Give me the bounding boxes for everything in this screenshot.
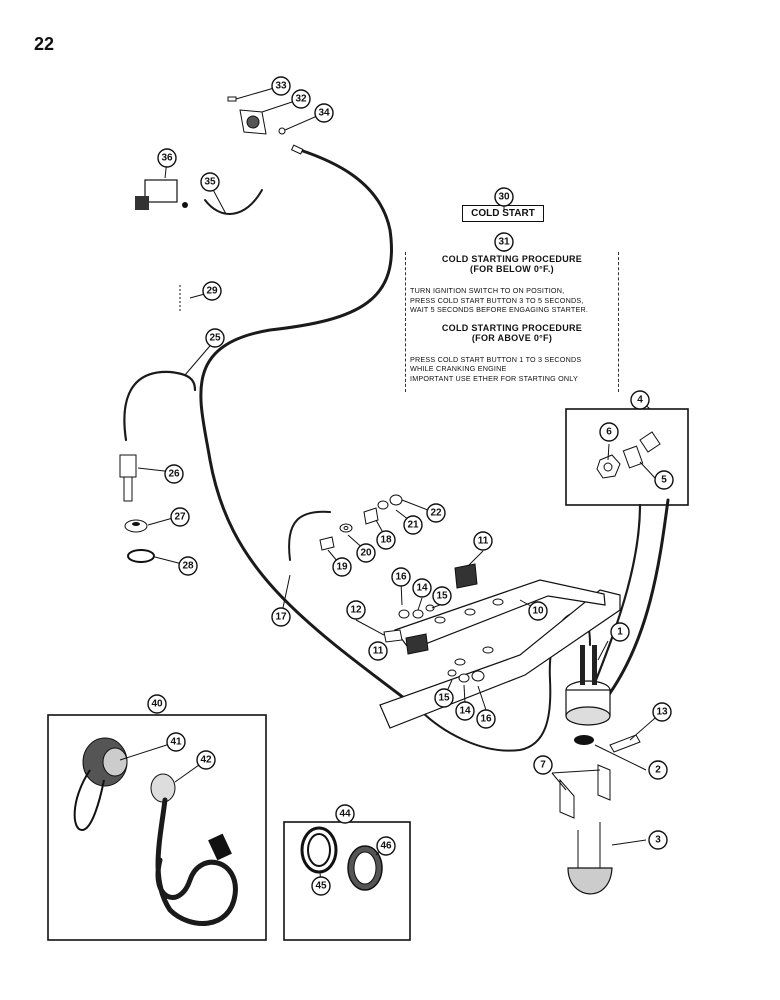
callout-14: 14: [416, 583, 428, 594]
callout-16-lower: 16: [480, 714, 492, 725]
nut-34: [278, 127, 286, 135]
wire-35: [204, 189, 263, 215]
callout-7: 7: [540, 760, 546, 771]
callout-5: 5: [661, 475, 667, 486]
decal-heading-below: COLD STARTING PROCEDURE: [441, 254, 583, 264]
callout-11-lower: 11: [373, 646, 384, 657]
callout-3: 3: [655, 835, 661, 846]
callout-31: 31: [498, 237, 510, 248]
cold-start-decal: COLD STARTING PROCEDURE (FOR BELOW 0°F.)…: [405, 252, 619, 392]
heater-41: [73, 737, 128, 832]
callout-6: 6: [606, 427, 612, 438]
callout-2: 2: [655, 765, 661, 776]
callout-30: 30: [498, 192, 510, 203]
callout-35: 35: [204, 177, 216, 188]
callout-41: 41: [170, 737, 182, 748]
callout-44: 44: [339, 809, 351, 820]
cable-end: [290, 144, 304, 155]
callout-32: 32: [295, 94, 307, 105]
decal-line: TURN IGNITION SWITCH TO ON POSITION,: [410, 286, 565, 295]
bushing-27: [124, 519, 148, 533]
grommet-2: [574, 735, 594, 745]
glow-plug-26: [119, 454, 137, 502]
decal-heading-above: COLD STARTING PROCEDURE: [441, 322, 583, 333]
inset-box-fittings: [565, 408, 689, 506]
callout-40: 40: [151, 699, 163, 710]
callout-16: 16: [395, 572, 407, 583]
callout-36: 36: [161, 153, 173, 164]
cold-start-switch-36: [135, 179, 188, 210]
decal-sub-above: (FOR ABOVE 0°F): [471, 332, 553, 343]
callout-4: 4: [637, 395, 643, 406]
plate-32: [239, 109, 267, 135]
callout-21: 21: [407, 520, 419, 531]
callout-28: 28: [182, 561, 194, 572]
gasket-28: [127, 549, 155, 563]
callout-19: 19: [336, 562, 348, 573]
wire-loop: [288, 510, 331, 561]
inset-box-heater: [47, 714, 267, 941]
cable-second: [594, 503, 642, 682]
screw-33: [227, 96, 237, 102]
callout-20: 20: [360, 548, 372, 559]
callout-11: 11: [478, 536, 489, 547]
callout-29: 29: [206, 286, 218, 297]
callout-17: 17: [275, 612, 287, 623]
callout-15: 15: [436, 591, 448, 602]
decal-line: PRESS COLD START BUTTON 1 TO 3 SECONDS: [410, 354, 582, 364]
callout-22: 22: [430, 508, 442, 519]
callout-46: 46: [380, 841, 392, 852]
cable-17: [199, 148, 422, 712]
page-number: 22: [34, 34, 55, 54]
callout-1: 1: [617, 627, 623, 638]
callout-27: 27: [174, 512, 186, 523]
callout-26: 26: [168, 469, 180, 480]
decal-line: WHILE CRANKING ENGINE: [410, 364, 507, 374]
callout-45: 45: [315, 881, 327, 892]
decal-line: PRESS COLD START BUTTON 3 TO 5 SECONDS,: [410, 295, 584, 305]
callout-34: 34: [318, 108, 330, 119]
decal-sub-below: (FOR BELOW 0°F.): [470, 264, 554, 274]
callout-10: 10: [532, 606, 544, 617]
cord-42: [150, 773, 238, 926]
wire-25: [123, 370, 197, 442]
decal-line: IMPORTANT USE ETHER FOR STARTING ONLY: [410, 373, 578, 383]
cable-to-fitting: [603, 498, 670, 702]
callout-18: 18: [380, 535, 392, 546]
decal-line: WAIT 5 SECONDS BEFORE ENGAGING STARTER.: [410, 305, 589, 315]
fittings-inset: [596, 431, 661, 479]
callout-14-lower: 14: [459, 706, 471, 717]
solenoid-1: [565, 645, 611, 726]
callout-25: 25: [209, 333, 221, 344]
callout-33: 33: [275, 81, 287, 92]
bracket-3: [559, 764, 613, 895]
callout-15-lower: 15: [438, 693, 450, 704]
callout-42: 42: [200, 755, 212, 766]
callout-12: 12: [350, 605, 362, 616]
callout-13: 13: [656, 707, 668, 718]
